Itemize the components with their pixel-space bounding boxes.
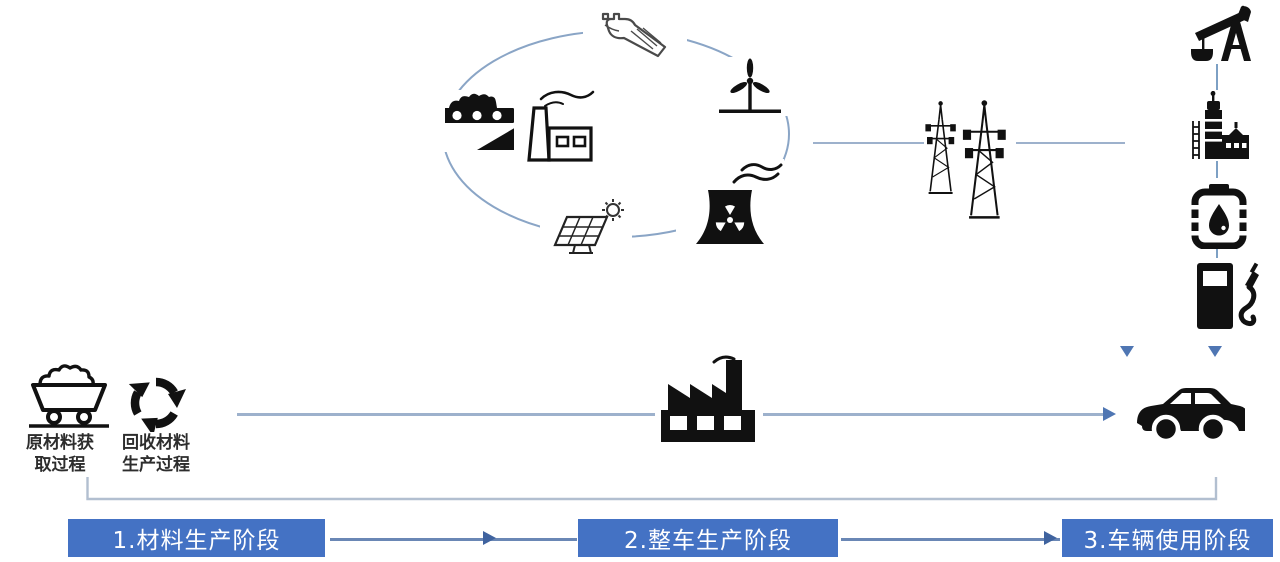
wind-turbine-icon <box>712 57 788 116</box>
fuel-to-car-arrow <box>1208 346 1222 357</box>
raw-material-label: 原材料获 取过程 <box>26 433 94 475</box>
solar-panel-icon <box>540 196 632 260</box>
electricity-to-car-arrow <box>1120 346 1134 357</box>
stage2-to-stage3-line <box>841 538 1060 541</box>
grid-to-fuel-line <box>1013 142 1125 144</box>
oil-pumpjack-icon <box>1180 4 1258 64</box>
factory-to-car-arrow <box>1103 407 1116 421</box>
recycled-material-label: 回收材料 生产过程 <box>122 433 190 475</box>
coal-power-plant-icon <box>514 85 598 163</box>
hydro-dam-icon <box>583 8 687 68</box>
stage-box-vehicle-use: 3.车辆使用阶段 <box>1062 519 1273 557</box>
refinery-to-barrel-line <box>1216 161 1218 178</box>
factory-icon <box>655 353 761 449</box>
stage2-to-stage3-arrow <box>1044 531 1057 545</box>
car-icon <box>1132 366 1246 448</box>
recycling-icon <box>122 370 190 432</box>
mine-cart-icon <box>22 356 116 432</box>
barrel-to-pump-line <box>1216 249 1218 260</box>
stage-box-material-production: 1.材料生产阶段 <box>68 519 325 557</box>
nuclear-plant-icon <box>676 159 784 247</box>
pump-to-refinery-line <box>1216 64 1218 90</box>
stage-label: 1.材料生产阶段 <box>112 528 281 554</box>
cycle-to-grid-line <box>813 142 925 144</box>
oil-barrel-icon <box>1186 178 1252 249</box>
end-of-life-recycle-bracket <box>86 477 1218 501</box>
oil-refinery-icon <box>1184 90 1250 161</box>
stage-label: 3.车辆使用阶段 <box>1083 528 1252 554</box>
transmission-towers-icon <box>924 90 1016 220</box>
stage1-to-stage2-line <box>330 538 577 541</box>
factory-to-car-line <box>763 413 1104 416</box>
stage-label: 2.整车生产阶段 <box>624 528 792 554</box>
stage-box-vehicle-production: 2.整车生产阶段 <box>578 519 838 557</box>
stage1-to-stage2-arrow <box>483 531 496 545</box>
fuel-pump-icon <box>1190 258 1260 334</box>
materials-to-factory-line <box>237 413 660 416</box>
